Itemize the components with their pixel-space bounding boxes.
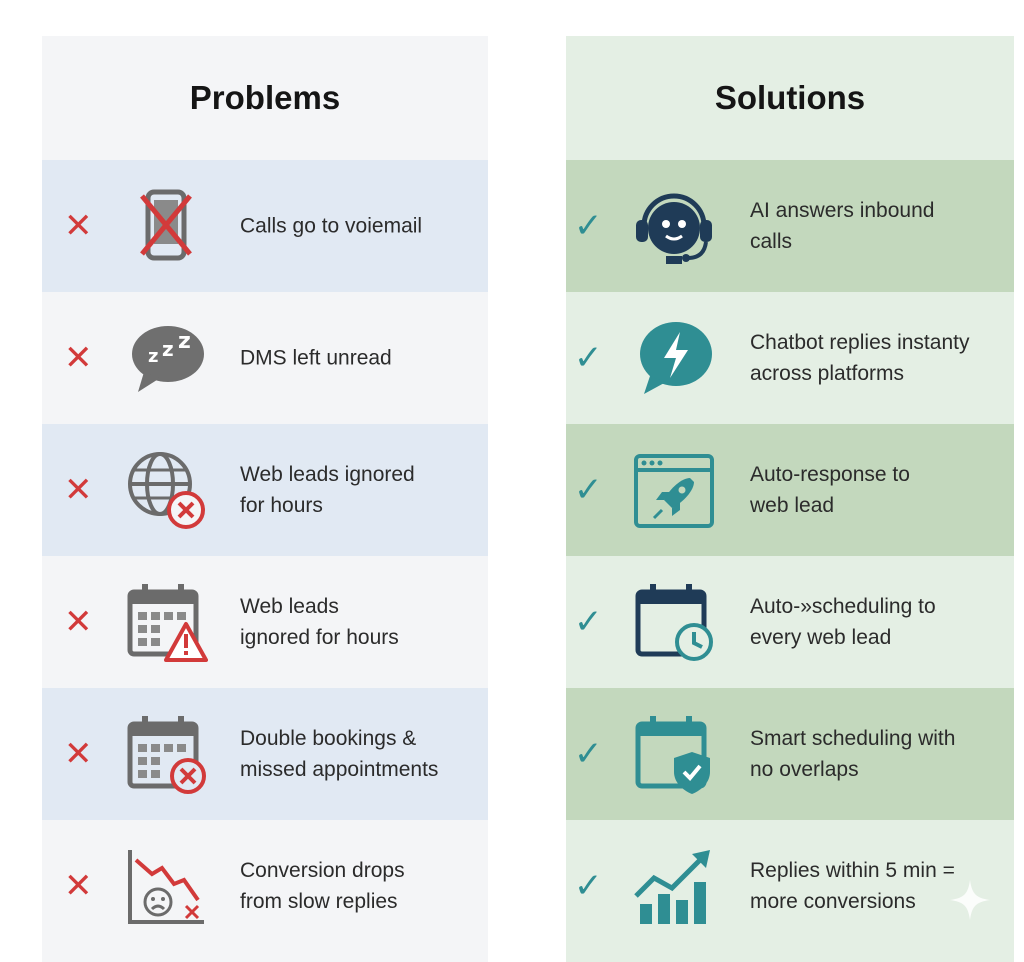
problem-label: Web leads ignored for hours [240, 595, 399, 649]
growth-chart-icon [632, 844, 716, 928]
solution-label: AI answers inbound calls [750, 199, 935, 253]
problems-title: Problems [189, 79, 341, 116]
calendar-shield-icon [632, 712, 716, 796]
check-mark-icon: ✓ [574, 471, 603, 509]
problem-row: ✕ Conversion drops from slow replies [42, 820, 488, 952]
check-mark-icon: ✓ [574, 603, 603, 641]
svg-text:z: z [148, 346, 158, 367]
calendar-error-icon [124, 712, 208, 796]
solution-label: Chatbot replies instanty across platform… [750, 331, 970, 385]
rocket-browser-icon [632, 448, 716, 532]
svg-text:z: z [178, 329, 191, 354]
problem-row: ✕ Web leads ignored for hours [42, 556, 488, 688]
solution-label: Replies within 5 min = more conversions [750, 859, 955, 913]
x-mark-icon: ✕ [64, 207, 93, 245]
problem-label: Double bookings & missed appointments [240, 727, 439, 781]
crossed-phone-icon [124, 184, 208, 268]
problem-label: DMS left unread [240, 346, 392, 370]
solution-row: ✓ Auto-response to web lead [566, 424, 1014, 556]
lightning-chat-icon [632, 316, 716, 400]
problem-row: ✕ Double bookings & missed appointments [42, 688, 488, 820]
solutions-panel: Solutions ✓ AI answers inbound calls ✓ C… [566, 36, 1014, 962]
sparkle-icon [948, 878, 992, 922]
problem-label: Conversion drops from slow replies [240, 859, 405, 913]
x-mark-icon: ✕ [64, 735, 93, 773]
solution-row: ✓ Smart scheduling with no overlaps [566, 688, 1014, 820]
robot-headset-icon [632, 184, 716, 268]
x-mark-icon: ✕ [64, 339, 93, 377]
check-mark-icon: ✓ [574, 735, 603, 773]
calendar-warning-icon [124, 580, 208, 664]
solutions-title: Solutions [714, 79, 866, 116]
globe-error-icon [124, 448, 208, 532]
solution-row: ✓ Chatbot replies instanty across platfo… [566, 292, 1014, 424]
x-mark-icon: ✕ [64, 471, 93, 509]
solution-row: ✓ Auto-⁠»scheduling to every web lead [566, 556, 1014, 688]
calendar-clock-icon [632, 580, 716, 664]
solution-row: ✓ Replies within 5 min = more conversion… [566, 820, 1014, 952]
problem-label: Calls go to voiemail [240, 214, 423, 238]
problem-label: Web leads ignored for hours [240, 463, 415, 517]
check-mark-icon: ✓ [574, 867, 603, 905]
x-mark-icon: ✕ [64, 603, 93, 641]
solution-label: Auto-⁠»scheduling to every web lead [750, 595, 936, 649]
problem-row: ✕ Web leads ignored for hours [42, 424, 488, 556]
check-mark-icon: ✓ [574, 207, 603, 245]
check-mark-icon: ✓ [574, 339, 603, 377]
solution-label: Smart scheduling with no overlaps [750, 727, 956, 781]
problem-row: ✕ Calls go to voiemail [42, 160, 488, 292]
svg-text:z: z [162, 337, 174, 361]
declining-chart-icon [124, 844, 208, 928]
solution-row: ✓ AI answers inbound calls [566, 160, 1014, 292]
x-mark-icon: ✕ [64, 867, 93, 905]
solution-label: Auto-response to web lead [750, 463, 910, 517]
